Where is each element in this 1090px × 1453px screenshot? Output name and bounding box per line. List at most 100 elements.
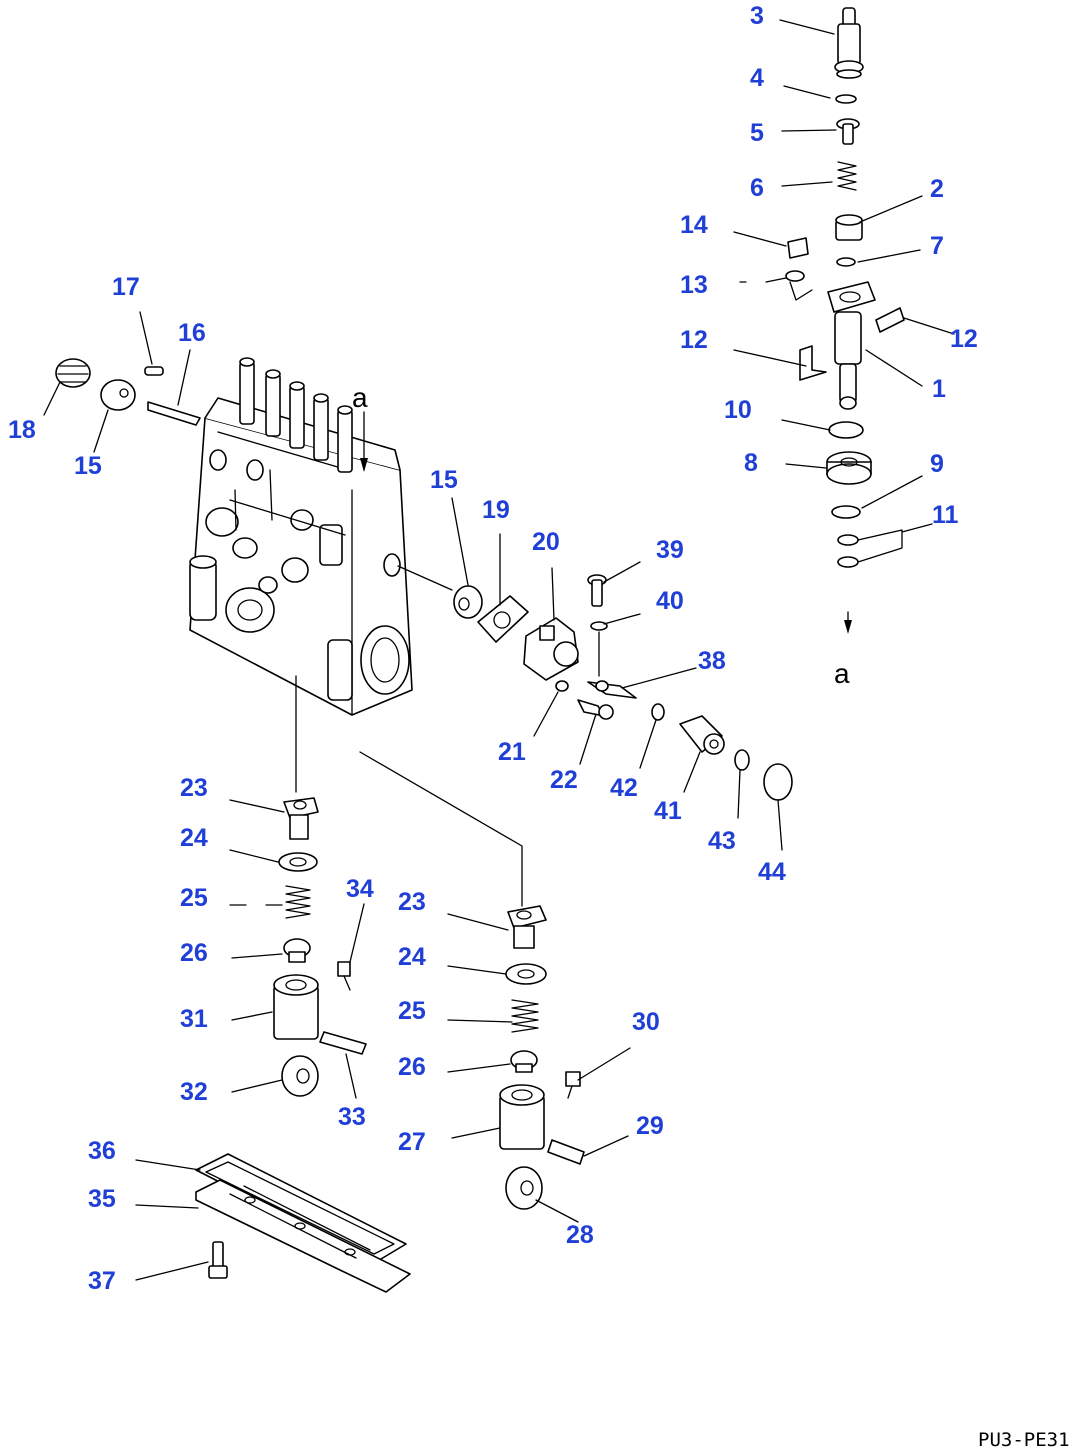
callout-18: 18 bbox=[8, 416, 36, 444]
spring-part-6 bbox=[837, 161, 857, 191]
pin-part-29 bbox=[547, 1139, 585, 1165]
view-arrow-a-body: a bbox=[352, 382, 368, 472]
callout-1: 1 bbox=[932, 375, 946, 403]
callout-44: 44 bbox=[758, 858, 786, 886]
nut-part-14 bbox=[787, 237, 809, 259]
callout-21: 21 bbox=[498, 738, 526, 766]
callout-43: 43 bbox=[708, 827, 736, 855]
barrel-part-1 bbox=[827, 281, 876, 410]
callout-35: 35 bbox=[88, 1185, 116, 1213]
fitting-part-38 bbox=[587, 680, 637, 699]
callout-labels: 1 2 3 4 5 6 7 8 9 10 11 12 12 13 14 15 1… bbox=[8, 2, 978, 1295]
leader-lines bbox=[43, 19, 955, 1281]
callout-4: 4 bbox=[750, 64, 764, 92]
stopper-part-30 bbox=[565, 1071, 581, 1099]
ring-part-9 bbox=[831, 505, 861, 519]
valve-holder-part-3 bbox=[834, 7, 864, 79]
callout-40: 40 bbox=[656, 587, 684, 615]
callout-5: 5 bbox=[750, 119, 764, 147]
callout-15-left: 15 bbox=[74, 452, 102, 480]
sensor-part-41 bbox=[679, 715, 725, 755]
callout-8: 8 bbox=[744, 449, 758, 477]
oring-part-10 bbox=[828, 421, 864, 439]
guide-part-23-right bbox=[507, 905, 547, 949]
callout-25-right: 25 bbox=[398, 997, 426, 1025]
callout-7: 7 bbox=[930, 232, 944, 260]
callout-36: 36 bbox=[88, 1137, 116, 1165]
plug-part-18 bbox=[55, 358, 91, 388]
seat-part-24-right bbox=[505, 963, 547, 985]
callout-3: 3 bbox=[750, 2, 764, 30]
valve-part-5 bbox=[836, 118, 860, 145]
oring-part-7 bbox=[836, 257, 856, 267]
shims-part-11 bbox=[837, 529, 903, 568]
callout-30: 30 bbox=[632, 1008, 660, 1036]
callout-28: 28 bbox=[566, 1221, 594, 1249]
spring-part-25-left bbox=[285, 885, 311, 919]
callout-27: 27 bbox=[398, 1128, 426, 1156]
washer-part-21 bbox=[555, 680, 569, 692]
callout-11: 11 bbox=[932, 501, 959, 529]
seat-part-2 bbox=[835, 214, 863, 241]
gasket-part-4 bbox=[835, 94, 857, 104]
callout-31: 31 bbox=[180, 1005, 208, 1033]
callout-12-right: 12 bbox=[950, 325, 978, 353]
callout-33: 33 bbox=[338, 1103, 366, 1131]
cover-part-35-36 bbox=[195, 1153, 411, 1293]
pin-part-33 bbox=[319, 1031, 367, 1055]
tappet-part-31 bbox=[273, 974, 319, 1040]
callout-39: 39 bbox=[656, 536, 684, 564]
callout-32: 32 bbox=[180, 1078, 208, 1106]
callout-20: 20 bbox=[532, 528, 560, 556]
cap-part-15-left bbox=[100, 379, 136, 411]
seat-part-26-left bbox=[283, 938, 311, 963]
ring-part-43 bbox=[734, 749, 750, 771]
drawing-code: PU3-PE31 bbox=[978, 1429, 1070, 1451]
callout-13: 13 bbox=[680, 271, 708, 299]
cover-part-44 bbox=[763, 763, 793, 801]
gasket-part-19 bbox=[477, 595, 529, 643]
pin-part-17 bbox=[144, 366, 164, 376]
spring-part-25-right bbox=[511, 999, 539, 1033]
oring-part-42 bbox=[651, 703, 665, 721]
callout-26-right: 26 bbox=[398, 1053, 426, 1081]
view-marker-label: a bbox=[352, 382, 368, 413]
view-marker-label: a bbox=[834, 658, 850, 689]
bolt-part-37 bbox=[208, 1241, 228, 1279]
washer-part-40 bbox=[590, 621, 608, 677]
nut-part-8 bbox=[826, 451, 872, 485]
callout-14: 14 bbox=[680, 211, 708, 239]
callout-9: 9 bbox=[930, 450, 944, 478]
seat-part-26-right bbox=[510, 1050, 538, 1073]
callout-17: 17 bbox=[112, 273, 140, 301]
view-arrow-a-right: a bbox=[834, 611, 852, 689]
tappet-part-27 bbox=[499, 1084, 545, 1150]
stopper-part-34 bbox=[337, 961, 351, 991]
cap-part-15-mid bbox=[453, 585, 483, 619]
callout-29: 29 bbox=[636, 1112, 664, 1140]
callout-34: 34 bbox=[346, 875, 374, 903]
callout-38: 38 bbox=[698, 647, 726, 675]
callout-6: 6 bbox=[750, 174, 764, 202]
callout-2: 2 bbox=[930, 175, 944, 203]
callout-23-right: 23 bbox=[398, 888, 426, 916]
bolt-part-39 bbox=[587, 574, 607, 607]
callout-19: 19 bbox=[482, 496, 510, 524]
callout-12-left: 12 bbox=[680, 326, 708, 354]
callout-16: 16 bbox=[178, 319, 206, 347]
callout-26-left: 26 bbox=[180, 939, 208, 967]
callout-23-left: 23 bbox=[180, 774, 208, 802]
plate-part-16 bbox=[147, 401, 201, 426]
callout-24-right: 24 bbox=[398, 943, 426, 971]
callout-15-mid: 15 bbox=[430, 466, 458, 494]
callout-42: 42 bbox=[610, 774, 638, 802]
callout-10: 10 bbox=[724, 396, 752, 424]
bolt-part-22 bbox=[577, 699, 614, 720]
delivery-valve-holders bbox=[239, 357, 353, 473]
callout-22: 22 bbox=[550, 766, 578, 794]
washer-part-13 bbox=[785, 270, 813, 301]
feed-pump-part-20 bbox=[523, 617, 579, 681]
roller-part-28 bbox=[505, 1166, 543, 1210]
